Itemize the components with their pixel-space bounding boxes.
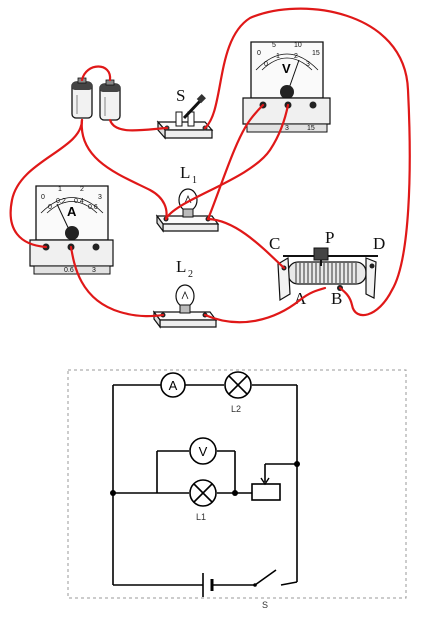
schematic-lamp1-label: L1 — [196, 512, 206, 522]
schematic-rheostat-arrow — [260, 477, 270, 486]
lamp2-subscript: 2 — [188, 269, 193, 280]
rheostat — [277, 247, 378, 302]
lamp1-label: L — [180, 163, 190, 182]
knife-switch — [156, 94, 214, 140]
voltmeter — [242, 41, 331, 133]
schematic-switch — [253, 569, 277, 587]
junction-dot-right — [294, 461, 300, 467]
ammeter-inner-02: 0.2 — [56, 198, 66, 205]
voltmeter-scale-0: 0 — [257, 50, 261, 57]
voltmeter-scale-15: 15 — [312, 50, 320, 57]
ammeter-letter: A — [67, 204, 77, 219]
lamp1-subscript: 1 — [192, 175, 197, 186]
ammeter-inner-04: 0.4 — [74, 198, 84, 205]
schematic-rheostat — [251, 483, 281, 501]
rheostat-slider-p: P — [325, 228, 334, 247]
rheostat-terminal-d: D — [373, 234, 385, 253]
ammeter-terminal-3: 3 — [92, 267, 96, 274]
schematic-wires — [112, 384, 298, 586]
voltmeter-letter: V — [282, 61, 291, 76]
lamp2-label: L — [176, 257, 186, 276]
ammeter-terminal-06: 0.6 — [64, 267, 74, 274]
schematic-switch-label: S — [262, 600, 268, 610]
rheostat-terminal-b: B — [331, 289, 342, 308]
schematic-frame — [67, 369, 407, 599]
schematic-lamp2-label: L2 — [231, 404, 241, 414]
ammeter-scale-2: 2 — [80, 186, 84, 193]
voltmeter-scale-5: 5 — [272, 42, 276, 49]
schematic-voltmeter — [189, 437, 217, 465]
junction-dot-middle — [232, 490, 238, 496]
connecting-wires — [9, 7, 411, 324]
battery-2 — [99, 79, 121, 121]
schematic-ammeter — [160, 372, 186, 398]
ammeter-scale-1: 1 — [58, 186, 62, 193]
voltmeter-inner-0: 0 — [264, 61, 268, 68]
schematic-battery — [202, 573, 214, 597]
battery-1 — [71, 77, 93, 119]
ammeter-inner-06: 0.6 — [88, 204, 98, 211]
voltmeter-inner-2: 2 — [294, 53, 298, 60]
rheostat-terminal-c: C — [269, 234, 280, 253]
voltmeter-terminal-15: 15 — [307, 125, 315, 132]
schematic-ammeter-symbol: A — [169, 378, 178, 393]
voltmeter-terminal-3: 3 — [285, 125, 289, 132]
lamp-2 — [152, 284, 218, 329]
schematic-lamp-1 — [189, 479, 217, 507]
schematic-lamp-2 — [224, 371, 252, 399]
ammeter-inner-0: 0 — [48, 204, 52, 211]
schematic-voltmeter-symbol: V — [199, 444, 208, 459]
voltmeter-inner-1: 1 — [276, 53, 280, 60]
ammeter-scale-3: 3 — [98, 194, 102, 201]
voltmeter-scale-10: 10 — [294, 42, 302, 49]
switch-label: S — [176, 86, 185, 105]
voltmeter-inner-3: 3 — [306, 61, 310, 68]
ammeter-scale-0: 0 — [41, 194, 45, 201]
junction-dot-left — [110, 490, 116, 496]
